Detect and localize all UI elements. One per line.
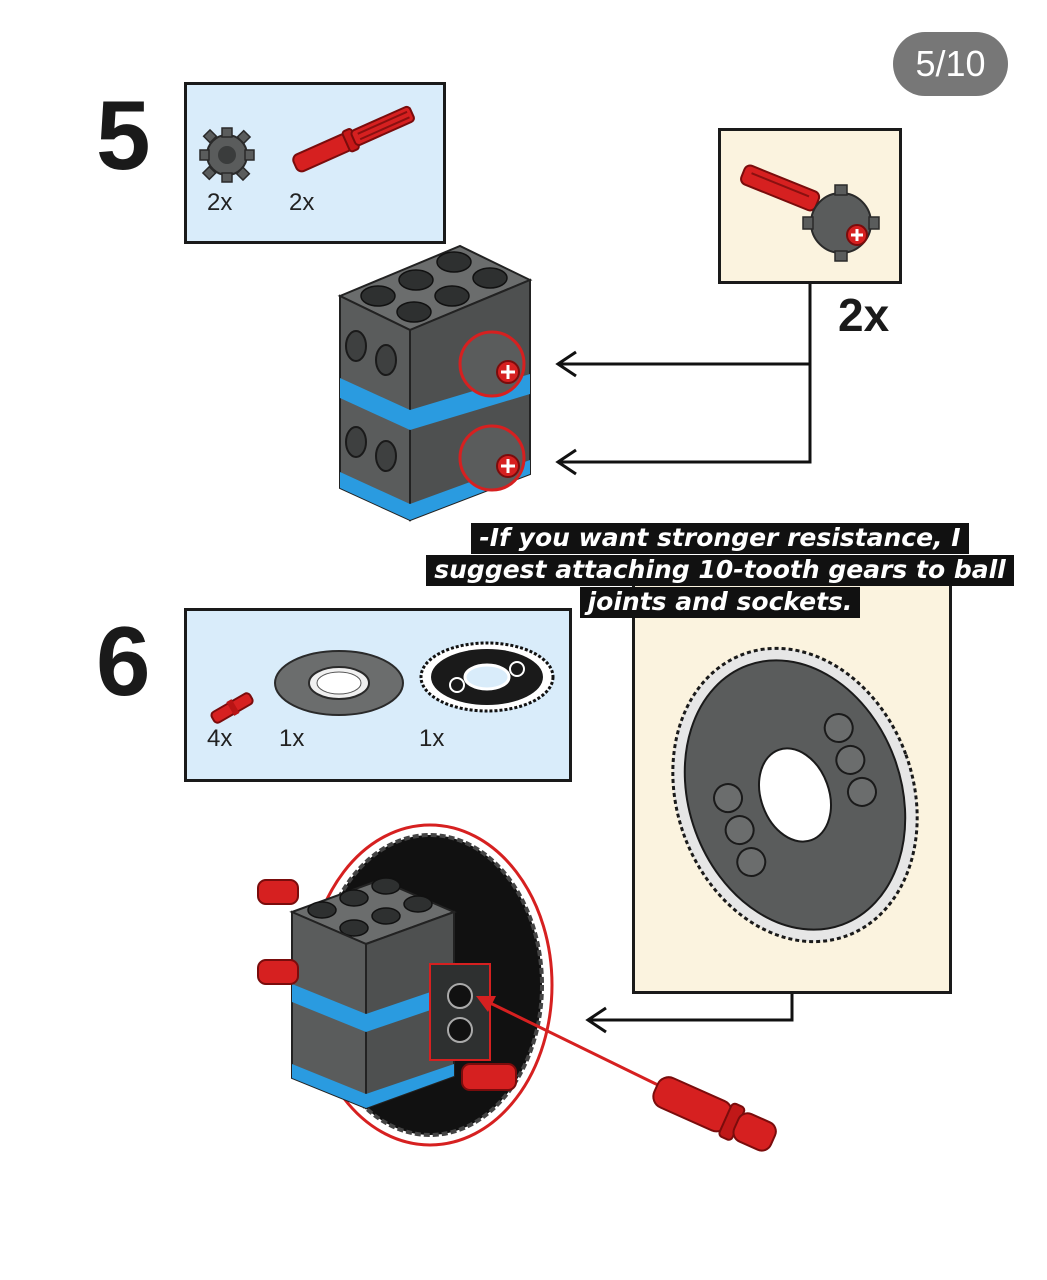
stacked-bricks-with-gears xyxy=(337,244,533,522)
step-5-number: 5 xyxy=(96,80,151,190)
step-6-parts-art xyxy=(210,641,555,724)
step-5-arrows xyxy=(555,284,812,476)
step-5-subassembly-qty: 2x xyxy=(838,289,890,341)
gear-10-tooth-icon xyxy=(199,127,255,183)
tip-line-3: joints and sockets. xyxy=(579,587,861,618)
gear-attached-lower xyxy=(458,424,526,492)
step-6-number: 6 xyxy=(96,606,151,716)
turntable-gear-large-art xyxy=(671,646,919,944)
step-6-pin-qty: 4x xyxy=(207,725,233,752)
turntable-base-icon xyxy=(274,650,404,716)
step-5-gear-qty: 2x xyxy=(207,189,233,216)
turntable-gear-large-icon xyxy=(671,646,919,944)
step-5-parts-art xyxy=(199,105,415,183)
red-axle-pin-icon xyxy=(292,105,415,173)
small-red-pin-icon xyxy=(210,692,254,724)
axle-with-gear-art xyxy=(740,164,880,262)
insertion-arrow xyxy=(476,996,661,1088)
step-6-base-qty: 1x xyxy=(279,725,305,752)
turntable-gear-icon xyxy=(419,641,555,713)
step-5-parts-box: 2x 2x xyxy=(184,82,446,244)
step-6-subassembly-box xyxy=(632,572,952,994)
step-5-subassembly-box xyxy=(718,128,902,284)
loose-red-pin-icon xyxy=(652,1076,777,1152)
step-5-axle-qty: 2x xyxy=(289,189,315,216)
gear-with-bricks-assembly xyxy=(257,823,554,1147)
gear-attached-upper xyxy=(458,330,526,398)
step-6-gear-qty: 1x xyxy=(419,725,445,752)
tip-line-2: suggest attaching 10-tooth gears to ball xyxy=(426,555,1014,586)
tip-line-1: -If you want stronger resistance, I xyxy=(471,523,969,554)
step-6-arrow xyxy=(585,994,794,1034)
tip-callout: -If you want stronger resistance, I sugg… xyxy=(400,522,1040,618)
page-counter: 5/10 xyxy=(893,32,1008,96)
step-6-parts-box: 4x 1x 1x xyxy=(184,608,572,782)
axle-with-gear-icon xyxy=(740,164,880,262)
